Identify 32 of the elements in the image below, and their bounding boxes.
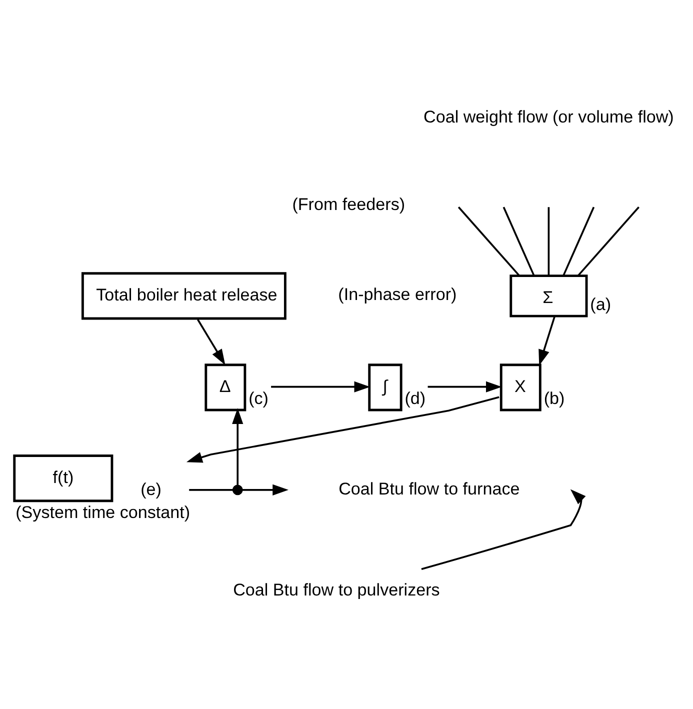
node-text: Coal Btu flow to pulverizers: [233, 580, 440, 600]
arrow: [271, 381, 370, 392]
node-label: (e): [140, 480, 162, 500]
arrow: [421, 489, 586, 570]
connector: [502, 206, 535, 276]
connector: [577, 206, 640, 276]
label: Coal Btu flow to furnace: [338, 479, 520, 498]
arrow: [538, 316, 556, 366]
arrow: [242, 484, 288, 496]
node-label: (d): [404, 389, 426, 408]
node-circle: [232, 484, 243, 496]
node-label: (b): [544, 389, 565, 408]
label: (In-phase error): [338, 284, 457, 304]
node-box: Σ: [510, 274, 588, 318]
label: (From feeders): [292, 195, 406, 214]
node-box: f(t): [13, 454, 114, 502]
node-box: Total boiler heat release: [81, 272, 286, 320]
connector: [548, 207, 550, 276]
node-label: (System time constant): [16, 503, 190, 522]
node-box: ∫: [368, 364, 402, 412]
node-box: Δ: [204, 364, 246, 412]
arrow: [232, 408, 244, 486]
node-box: X: [500, 364, 542, 412]
arrow: [196, 319, 226, 366]
arrow: [186, 396, 500, 463]
connector: [458, 206, 520, 276]
node-label: (a): [590, 295, 612, 314]
label: Coal weight flow (or volume flow): [424, 107, 674, 126]
connector: [189, 489, 234, 491]
node-label: (c): [248, 389, 269, 408]
connector: [562, 206, 595, 276]
arrow: [428, 381, 502, 392]
